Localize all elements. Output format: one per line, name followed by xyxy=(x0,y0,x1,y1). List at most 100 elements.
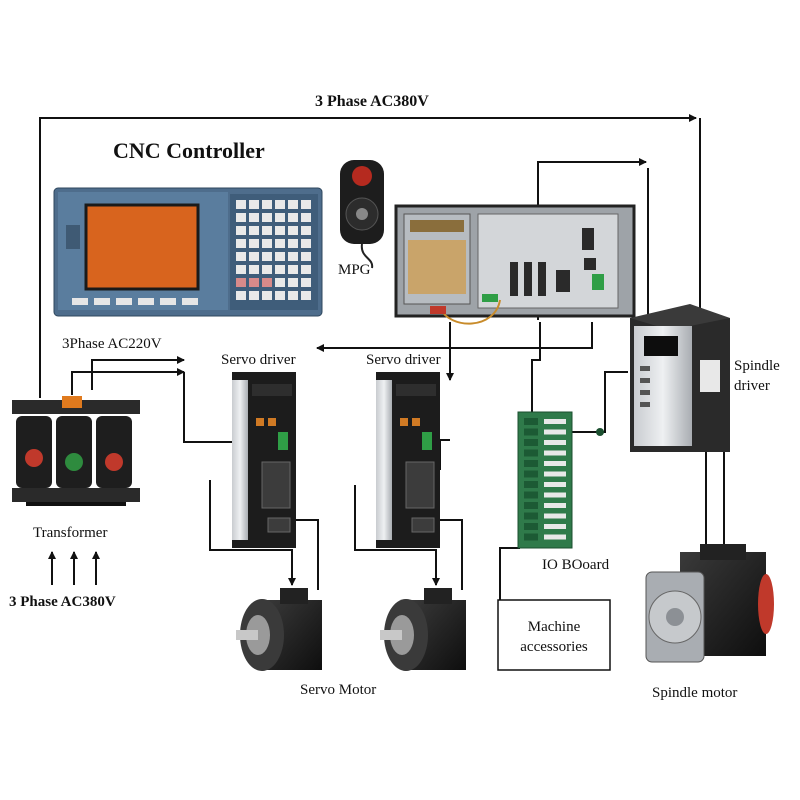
keypad-key xyxy=(236,265,246,274)
keypad-key xyxy=(236,213,246,222)
keypad-key xyxy=(301,200,311,209)
keypad-key xyxy=(301,239,311,248)
io-relay xyxy=(544,524,566,529)
controller-back-board xyxy=(394,204,636,325)
label-servo-driver-1: Servo driver xyxy=(221,352,296,368)
keypad-key xyxy=(301,291,311,300)
wire-servo1-left xyxy=(209,480,296,586)
io-relay xyxy=(544,461,566,466)
keypad-key xyxy=(249,278,259,287)
keypad-key xyxy=(262,213,272,222)
servo-driver-1-device xyxy=(232,372,296,548)
io-relay xyxy=(544,534,566,540)
keypad-key xyxy=(301,265,311,274)
label-bottom-supply: 3 Phase AC380V xyxy=(9,594,116,610)
keypad-key xyxy=(236,252,246,261)
wire-servo1-feedback xyxy=(296,519,319,590)
wire-ctrl-to-io xyxy=(531,322,541,415)
io-relay xyxy=(544,513,566,519)
keypad-key xyxy=(288,239,298,248)
keypad-key xyxy=(288,291,298,300)
controller-screen xyxy=(84,203,200,291)
keypad-key xyxy=(275,200,285,209)
keypad-key xyxy=(301,213,311,222)
wire-servo-branch xyxy=(439,439,450,470)
soft-keys xyxy=(72,298,198,305)
io-terminal xyxy=(524,449,538,457)
label-mpg: MPG xyxy=(338,262,371,278)
io-relay xyxy=(544,492,566,498)
keypad-key xyxy=(249,291,259,300)
io-relay xyxy=(544,450,566,456)
keypad-key xyxy=(249,265,259,274)
io-terminal xyxy=(524,439,538,446)
keypad-key xyxy=(249,200,259,209)
wire-ctrl-to-servo-1 xyxy=(316,322,593,352)
io-terminal xyxy=(524,491,538,499)
io-relay xyxy=(544,471,566,477)
keypad-key xyxy=(288,265,298,274)
keypad-key xyxy=(262,278,272,287)
label-servo-driver-2: Servo driver xyxy=(366,352,441,368)
keypad-key xyxy=(262,252,272,261)
keypad-key xyxy=(288,252,298,261)
keypad-key xyxy=(236,239,246,248)
keypad-key xyxy=(275,291,285,300)
label-cnc-controller: CNC Controller xyxy=(113,138,265,163)
keypad-key xyxy=(275,278,285,287)
keypad-key xyxy=(275,239,285,248)
keypad-key xyxy=(236,291,246,300)
io-relay xyxy=(544,440,566,445)
mpg-handwheel-icon xyxy=(340,160,384,269)
io-terminal xyxy=(524,502,538,509)
keypad-key xyxy=(301,226,311,235)
keypad-key xyxy=(262,239,272,248)
wire-ac220-2 xyxy=(71,368,185,395)
wire-io-to-spindle xyxy=(572,371,628,433)
io-relay xyxy=(544,419,566,424)
label-servo-motor: Servo Motor xyxy=(300,682,377,698)
keypad-key xyxy=(249,213,259,222)
keypad-key xyxy=(301,278,311,287)
io-terminal xyxy=(524,523,538,530)
machine-accessories-box xyxy=(497,599,611,671)
label-top-supply: 3 Phase AC380V xyxy=(315,93,429,110)
keypad-key xyxy=(275,265,285,274)
spindle-driver-device xyxy=(630,304,730,452)
io-board-terminals xyxy=(524,418,566,541)
wire-servo2-left xyxy=(354,485,440,586)
spindle-motor-device xyxy=(645,544,774,663)
wire-io-to-accessories xyxy=(499,547,520,600)
wire-ac220-to-drivers xyxy=(183,372,238,443)
keypad-key xyxy=(262,226,272,235)
keypad-key xyxy=(236,200,246,209)
label-machine-accessories: Machine accessories xyxy=(520,619,588,655)
keypad-key xyxy=(262,200,272,209)
keypad-key xyxy=(262,265,272,274)
label-transformer: Transformer xyxy=(33,525,108,541)
servo-driver-2-device xyxy=(376,372,440,548)
label-spindle-driver: Spindle driver xyxy=(734,358,780,394)
keypad-key xyxy=(301,252,311,261)
keypad-key xyxy=(262,291,272,300)
keypad-key xyxy=(236,278,246,287)
transformer-device xyxy=(12,396,140,506)
keypad-key xyxy=(236,226,246,235)
keypad-key xyxy=(288,200,298,209)
label-ac220: 3Phase AC220V xyxy=(62,336,162,352)
io-relay xyxy=(544,503,566,508)
label-spindle-motor: Spindle motor xyxy=(652,685,738,701)
keypad-key xyxy=(275,213,285,222)
keypad-key xyxy=(249,252,259,261)
wire-ac220-1 xyxy=(91,356,185,390)
keypad-key xyxy=(275,252,285,261)
keypad-key xyxy=(288,226,298,235)
keypad-key xyxy=(288,278,298,287)
io-terminal xyxy=(524,533,538,541)
io-terminal xyxy=(524,428,538,436)
io-board-device xyxy=(517,411,604,549)
wire-380v-top xyxy=(39,114,697,398)
servo-motor-1-device xyxy=(236,588,322,671)
